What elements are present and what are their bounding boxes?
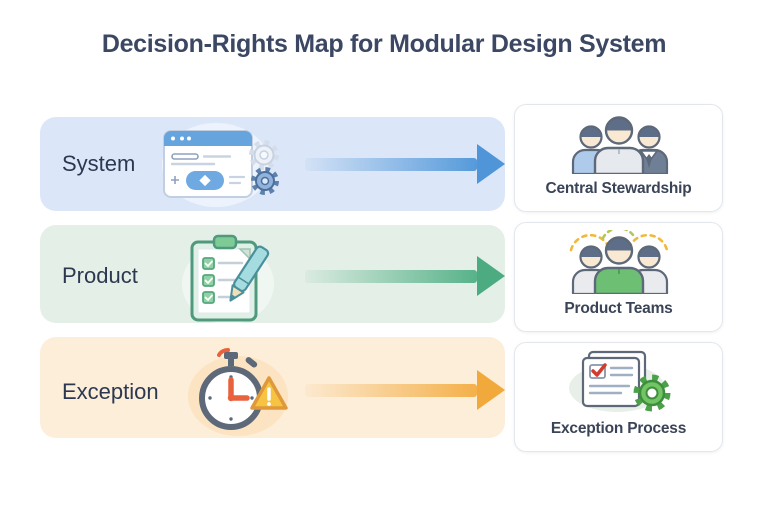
gear-blue-icon [251,167,279,195]
page-title: Decision-Rights Map for Modular Design S… [101,30,667,58]
card-label: Central Stewardship [545,180,692,197]
arrow-shaft [305,270,477,283]
stewardship-team-icon [571,116,668,174]
row-label-exception: Exception [62,379,159,404]
card-label: Product Teams [564,300,673,317]
arrow-shaft [305,158,477,171]
celebrating-team-icon [569,230,668,294]
checklist-pen-icon [176,228,286,333]
arrow-head-icon [477,370,505,410]
target-card-central-stewardship: Central Stewardship [514,104,723,212]
row-label-system: System [62,151,136,176]
arrow-head-icon [477,256,505,296]
warning-triangle-icon [250,376,288,410]
stopwatch-warning-icon [183,344,293,445]
row-label-product: Product [62,263,138,288]
browser-settings-icon [158,121,288,214]
target-card-product-teams: Product Teams [514,222,723,332]
gear-green-icon [633,374,670,412]
arrow-shaft [305,384,477,397]
target-card-exception-process: Exception Process [514,342,723,452]
pen-icon [229,245,270,302]
document-gear-icon [568,350,670,412]
card-label: Exception Process [550,420,687,437]
gear-outline-icon [249,140,279,170]
arrow-head-icon [477,144,505,184]
